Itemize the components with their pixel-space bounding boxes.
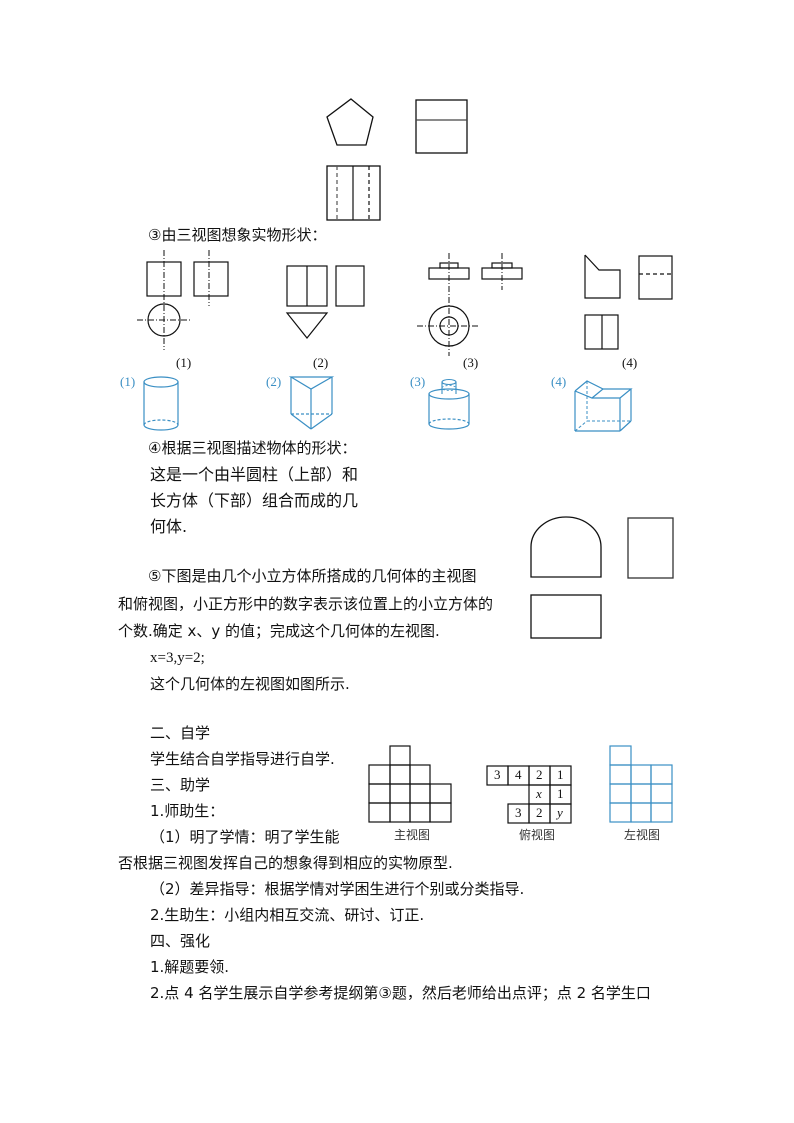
composite-block-solid bbox=[574, 380, 633, 432]
top-cell-r3c2: 3 bbox=[515, 805, 522, 820]
section5-line-2: 和俯视图，小正方形中的数字表示该位置上的小立方体的 bbox=[118, 595, 494, 613]
solid-label-3: (3) bbox=[410, 374, 426, 389]
three-view-3 bbox=[417, 253, 523, 356]
assist-item-1a-line2: 否根据三视图发挥自己的想象得到相应的实物原型. bbox=[118, 854, 453, 872]
top-cell-r1c1: 3 bbox=[494, 767, 501, 782]
assist-item-2: 2.生助生：小组内相互交流、研讨、订正. bbox=[150, 906, 425, 924]
assist-item-1: 1.师助生： bbox=[150, 802, 225, 820]
top-cell-r2c3: x bbox=[536, 786, 542, 801]
cylinder-solid bbox=[143, 376, 179, 431]
top-cell-r1c4: 1 bbox=[557, 767, 564, 782]
front-view-grid bbox=[368, 745, 452, 823]
top-cell-r2c4: 1 bbox=[557, 786, 564, 801]
solid-label-1: (1) bbox=[120, 374, 136, 389]
section4-line-1: 这是一个由半圆柱（上部）和 bbox=[150, 465, 359, 484]
section5-line-1: ⑤下图是由几个小立方体所搭成的几何体的主视图 bbox=[148, 567, 477, 585]
heading-self-study: 二、自学 bbox=[150, 724, 211, 742]
view-label-3: (3) bbox=[463, 355, 479, 370]
left-view-caption: 左视图 bbox=[624, 828, 661, 842]
solid-label-2: (2) bbox=[266, 374, 282, 389]
top-cell-r3c3: 2 bbox=[536, 805, 543, 820]
three-view-1 bbox=[137, 250, 229, 350]
stacked-cylinder-solid bbox=[428, 378, 470, 430]
half-cylinder-three-view bbox=[530, 516, 674, 639]
reinforce-item-1: 1.解题要领. bbox=[150, 958, 230, 976]
front-view-caption: 主视图 bbox=[394, 828, 431, 842]
top-cell-r3c4: y bbox=[557, 805, 563, 820]
view-label-2: (2) bbox=[313, 355, 329, 370]
solid-label-4: (4) bbox=[551, 374, 567, 389]
view-label-1: (1) bbox=[176, 355, 192, 370]
reinforce-item-2: 2.点 4 名学生展示自学参考提纲第③题，然后老师给出点评；点 2 名学生口 bbox=[150, 984, 651, 1002]
section4-heading: ④根据三视图描述物体的形状： bbox=[148, 439, 357, 457]
section4-line-3: 何体. bbox=[150, 517, 188, 536]
section5-answer: x=3,y=2; bbox=[150, 650, 205, 666]
top-cell-r1c3: 2 bbox=[536, 767, 543, 782]
triangular-prism-solid bbox=[288, 376, 335, 430]
rectangle-dashed-view bbox=[326, 165, 381, 221]
heading-reinforce: 四、强化 bbox=[150, 932, 211, 950]
self-study-text: 学生结合自学指导进行自学. bbox=[150, 750, 335, 768]
view-label-4: (4) bbox=[622, 355, 638, 370]
square-view bbox=[415, 99, 468, 154]
left-view-grid bbox=[609, 745, 673, 823]
top-view-caption: 俯视图 bbox=[519, 828, 556, 842]
top-view-grid: 3 4 2 1 x 1 3 2 y bbox=[486, 765, 574, 825]
assist-item-1a-line1: （1）明了学情：明了学生能 bbox=[150, 828, 340, 846]
section3-heading: ③由三视图想象实物形状： bbox=[148, 226, 327, 244]
assist-item-1b: （2）差异指导：根据学情对学困生进行个别或分类指导. bbox=[150, 880, 525, 898]
section5-conclusion: 这个几何体的左视图如图所示. bbox=[150, 675, 350, 693]
three-view-2 bbox=[285, 265, 365, 339]
section5-line-3: 个数.确定 x、y 的值；完成这个几何体的左视图. bbox=[118, 622, 440, 640]
pentagon-view bbox=[326, 98, 374, 146]
top-cell-r1c2: 4 bbox=[515, 767, 522, 782]
section4-line-2: 长方体（下部）组合而成的几 bbox=[150, 491, 359, 510]
three-view-4 bbox=[584, 254, 673, 350]
heading-assist: 三、助学 bbox=[150, 776, 211, 794]
